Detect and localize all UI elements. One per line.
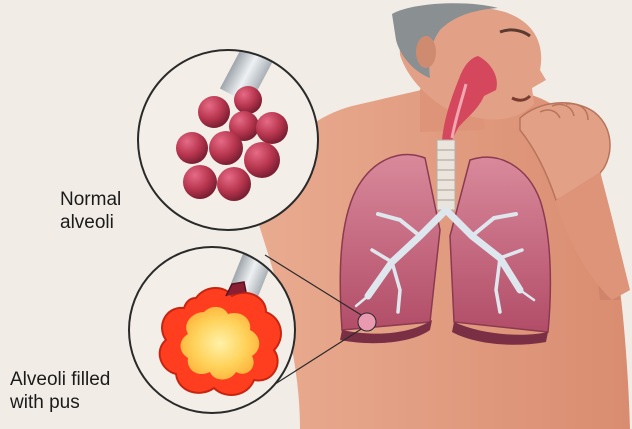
label-normal-line1: Normal — [60, 188, 121, 211]
label-normal-alveoli: Normal alveoli — [60, 188, 121, 234]
label-pus-line1: Alveoli filled — [10, 368, 110, 391]
label-normal-line2: alveoli — [60, 211, 121, 234]
label-alveoli-with-pus: Alveoli filled with pus — [10, 368, 110, 414]
infected-spot — [358, 313, 376, 331]
label-pus-line2: with pus — [10, 391, 110, 414]
pus-alveoli-magnifier — [129, 236, 295, 413]
trachea — [437, 140, 455, 210]
normal-alveoli-magnifier — [138, 36, 318, 230]
